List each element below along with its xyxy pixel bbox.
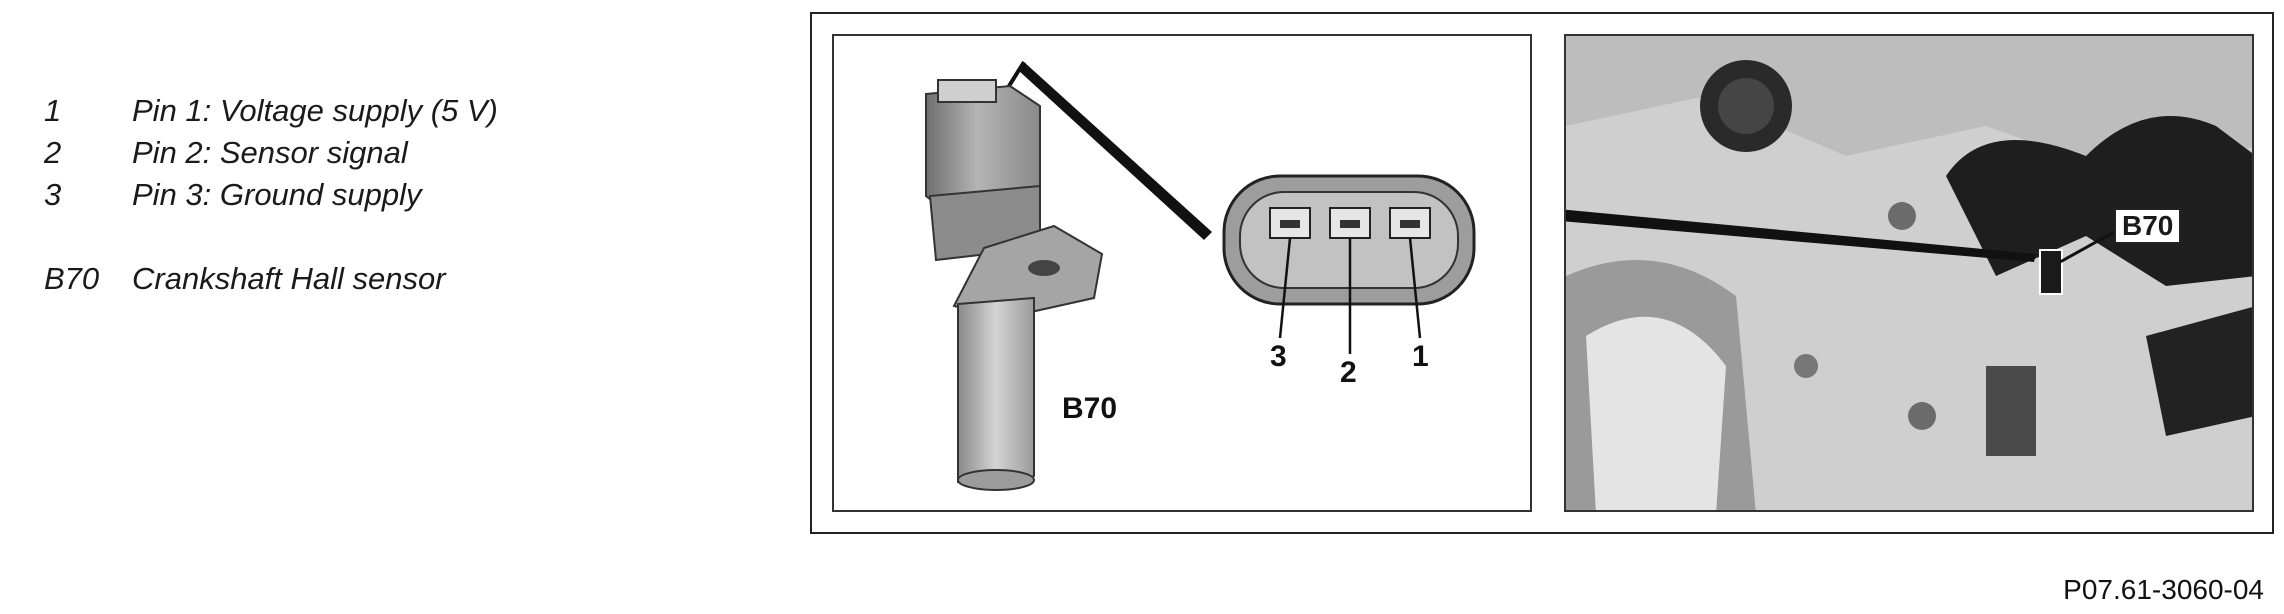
intake-pipe-highlight [1586,316,1726,510]
sensor-drawing-panel: 3 2 1 B70 [832,34,1532,512]
bolt [1908,402,1936,430]
sensor-figure: 3 2 1 B70 B70 [810,12,2274,534]
legend-item-pin1: 1 Pin 1: Voltage supply (5 V) [44,90,498,132]
legend-key: 1 [44,93,62,128]
legend-item-pin3: 3 Pin 3: Ground supply [44,174,498,216]
pointer-to-sensor [1566,209,2036,262]
pin-1-label: 1 [1412,340,1429,373]
legend-text: Crankshaft Hall sensor [132,261,446,296]
pin-2-contact [1340,220,1360,228]
pin-3-leader [1278,237,1292,339]
sensor-plug-top [937,79,997,103]
bolt [1794,354,1818,378]
shaft-tip [957,469,1035,491]
legend-key: 2 [44,135,62,170]
figure-reference: P07.61-3060-04 [2063,574,2264,605]
legend-key: 3 [44,177,62,212]
mount-hole [1028,260,1060,276]
sensor-illustration [925,60,1476,491]
bolt [1888,202,1916,230]
legend-text: Pin 1: Voltage supply (5 V) [132,93,498,128]
bracket [1986,366,2036,456]
component-label: B70 [1062,392,1118,425]
legend: 1 Pin 1: Voltage supply (5 V) 2 Pin 2: S… [44,90,498,300]
pin-1-leader [1408,237,1422,339]
round-cap-inner [1718,78,1774,134]
b70-photo-tag: B70 [2114,208,2182,244]
pin-3-contact [1280,220,1300,228]
b70-leader [2059,230,2115,264]
legend-text: Pin 3: Ground supply [132,177,422,212]
pin-2-label: 2 [1340,356,1357,389]
legend-item-b70: B70 Crankshaft Hall sensor [44,258,498,300]
mounting-flange [952,224,1104,320]
legend-text: Pin 2: Sensor signal [132,135,408,170]
pin-3-label: 3 [1270,340,1287,373]
engine-photo [1566,36,2252,510]
legend-key: B70 [44,261,100,296]
hose [2146,307,2252,436]
b70-sensor-location [2039,249,2063,295]
legend-item-pin2: 2 Pin 2: Sensor signal [44,132,498,174]
engine-photo-panel: B70 [1564,34,2254,512]
sensor-shaft [957,296,1035,487]
pin-1-contact [1400,220,1420,228]
pointer-line [1018,62,1212,240]
